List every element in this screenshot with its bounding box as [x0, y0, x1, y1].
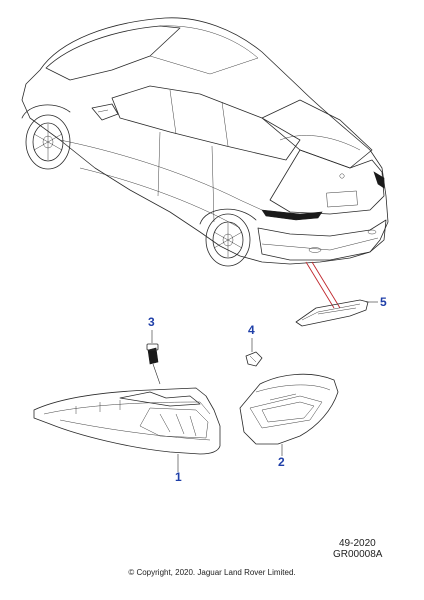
- part-4-bulb-socket: [245, 338, 263, 367]
- part-3-bulb-holder: [146, 330, 161, 385]
- part-1-tail-lamp: [33, 387, 221, 472]
- callout-2[interactable]: 2: [278, 455, 285, 469]
- part-5-reflector: [295, 299, 378, 327]
- date-code: 49-2020: [339, 538, 376, 549]
- drawing-number: GR00008A: [333, 549, 383, 560]
- callout-3[interactable]: 3: [148, 315, 155, 329]
- callout-1[interactable]: 1: [175, 470, 182, 484]
- callout-5[interactable]: 5: [380, 295, 387, 309]
- highlight-leaders: [305, 261, 341, 309]
- vehicle-illustration: [21, 17, 389, 267]
- callout-4[interactable]: 4: [248, 323, 255, 337]
- part-2-tailgate-lamp: [239, 373, 339, 456]
- copyright-notice: © Copyright, 2020. Jaguar Land Rover Lim…: [128, 568, 296, 577]
